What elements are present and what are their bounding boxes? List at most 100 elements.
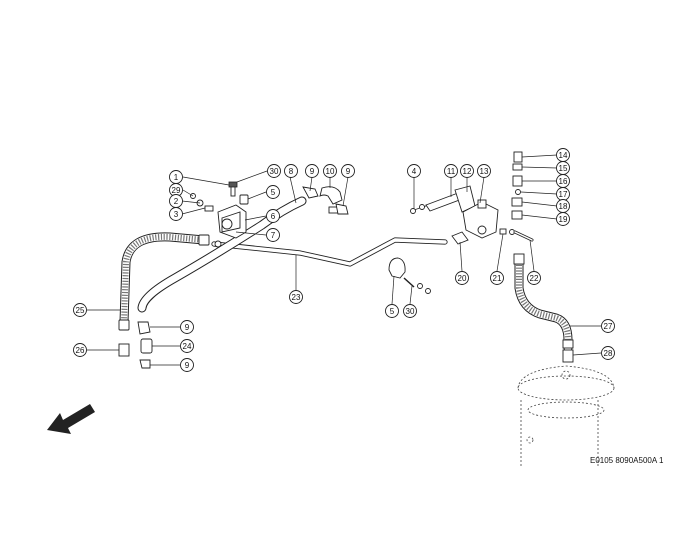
callout-24: 24 (180, 339, 194, 353)
callout-circle (444, 164, 458, 178)
direction-arrow-icon (47, 404, 95, 434)
callout-circle (323, 164, 337, 178)
callout-label: 7 (271, 231, 276, 240)
fittings-stack-14-19 (511, 151, 523, 220)
callout-15: 15 (556, 161, 570, 175)
callout-label: 28 (604, 349, 613, 358)
callout-label: 30 (406, 307, 415, 316)
callout-label: 2 (174, 197, 179, 206)
callout-circle (180, 339, 194, 353)
callout-9: 9 (305, 164, 319, 178)
callout-circle (180, 320, 194, 334)
callout-circle (460, 164, 474, 178)
callout-label: 17 (559, 190, 568, 199)
callout-label: 1 (174, 173, 179, 182)
clamp-5-mid (388, 257, 431, 294)
callout-9: 9 (341, 164, 355, 178)
callout-label: 9 (310, 167, 315, 176)
callout-label: 16 (559, 177, 568, 186)
callout-6: 6 (266, 209, 280, 223)
callout-14: 14 (556, 148, 570, 162)
hose-27 (513, 253, 574, 353)
callout-1: 1 (169, 170, 183, 184)
fittings-20-22 (451, 228, 534, 245)
callout-label: 4 (412, 167, 417, 176)
callout-label: 30 (270, 167, 279, 176)
callout-21: 21 (490, 271, 504, 285)
callout-30: 30 (267, 164, 281, 178)
callout-circle (341, 164, 355, 178)
callout-label: 12 (463, 167, 472, 176)
callout-circle (284, 164, 298, 178)
callout-label: 27 (604, 322, 613, 331)
callout-9: 9 (180, 320, 194, 334)
callout-28: 28 (601, 346, 615, 360)
callout-label: 24 (183, 342, 192, 351)
callout-label: 13 (480, 167, 489, 176)
callout-17: 17 (556, 187, 570, 201)
callout-label: 18 (559, 202, 568, 211)
callout-circle (385, 304, 399, 318)
callout-label: 8 (289, 167, 294, 176)
callout-label: 26 (76, 346, 85, 355)
valve-assembly (410, 185, 499, 239)
callout-circle (267, 164, 281, 178)
callout-circle (289, 290, 303, 304)
callout-3: 3 (169, 207, 183, 221)
callout-9: 9 (180, 358, 194, 372)
callout-circle (490, 271, 504, 285)
elbow-fittings-top (302, 186, 349, 215)
callout-circle (407, 164, 421, 178)
callout-26: 26 (73, 343, 87, 357)
callout-label: 15 (559, 164, 568, 173)
callout-circle (527, 271, 541, 285)
callout-8: 8 (284, 164, 298, 178)
callout-16: 16 (556, 174, 570, 188)
callout-label: 9 (185, 323, 190, 332)
callout-circle (180, 358, 194, 372)
callout-label: 19 (559, 215, 568, 224)
callout-12: 12 (460, 164, 474, 178)
callout-22: 22 (527, 271, 541, 285)
callout-2: 2 (169, 194, 183, 208)
callout-label: 6 (271, 212, 276, 221)
callout-20: 20 (455, 271, 469, 285)
hose-25 (118, 232, 210, 331)
callout-18: 18 (556, 199, 570, 213)
callout-label: 10 (326, 167, 335, 176)
callout-label: 20 (458, 274, 467, 283)
callout-13: 13 (477, 164, 491, 178)
fitting-28 (562, 349, 574, 363)
air-tank (517, 365, 615, 468)
callout-5: 5 (385, 304, 399, 318)
callout-7: 7 (266, 228, 280, 242)
callout-circle (73, 343, 87, 357)
callout-30: 30 (403, 304, 417, 318)
callout-circle (266, 185, 280, 199)
callout-circle (266, 228, 280, 242)
callout-label: 9 (346, 167, 351, 176)
callout-circle (601, 319, 615, 333)
callout-27: 27 (601, 319, 615, 333)
callout-label: 9 (185, 361, 190, 370)
callout-circle (305, 164, 319, 178)
callout-circle (403, 304, 417, 318)
lower-left-fittings (118, 321, 153, 369)
leader-lines (87, 154, 602, 366)
callout-circle (477, 164, 491, 178)
callout-19: 19 (556, 212, 570, 226)
callout-label: 21 (493, 274, 502, 283)
callout-label: 3 (174, 210, 179, 219)
pipe-23 (211, 237, 448, 267)
callout-circle (169, 207, 183, 221)
callout-label: 5 (390, 307, 395, 316)
callout-label: 22 (530, 274, 539, 283)
callout-circle (266, 209, 280, 223)
callout-group: 1 30 29 2 5 3 6 7 8 9 10 9 4 11 12 13 14 15 16 17 18 19 20 21 22… (73, 148, 615, 372)
callout-circle (601, 346, 615, 360)
callout-label: 29 (172, 186, 181, 195)
bracket-assembly (190, 181, 249, 239)
callout-circle (73, 303, 87, 317)
callout-11: 11 (444, 164, 458, 178)
